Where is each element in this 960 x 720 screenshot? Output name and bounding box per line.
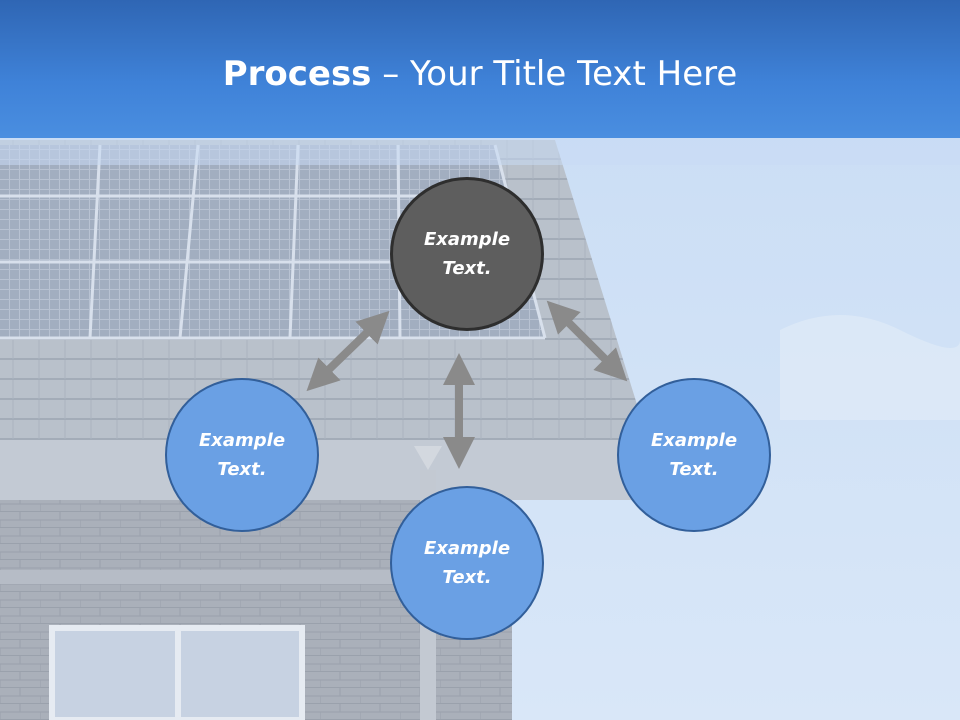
node-bottom-label: Example Text. xyxy=(423,538,511,588)
node-left-label: Example Text. xyxy=(198,430,286,480)
header-bar: Process – Your Title Text Here xyxy=(0,0,960,138)
process-node-right: Example Text. xyxy=(617,378,771,532)
node-center-label: Example Text. xyxy=(423,229,511,279)
arrow-center-left xyxy=(306,310,390,392)
arrow-center-right xyxy=(546,300,628,382)
process-node-center: Example Text. xyxy=(390,177,544,331)
slide-title: Process – Your Title Text Here xyxy=(0,52,960,96)
node-right-label: Example Text. xyxy=(650,430,738,480)
title-rest: – Your Title Text Here xyxy=(371,54,738,94)
title-bold: Process xyxy=(222,54,372,94)
header-shadow-band xyxy=(0,138,960,165)
process-node-bottom: Example Text. xyxy=(390,486,544,640)
process-node-left: Example Text. xyxy=(165,378,319,532)
